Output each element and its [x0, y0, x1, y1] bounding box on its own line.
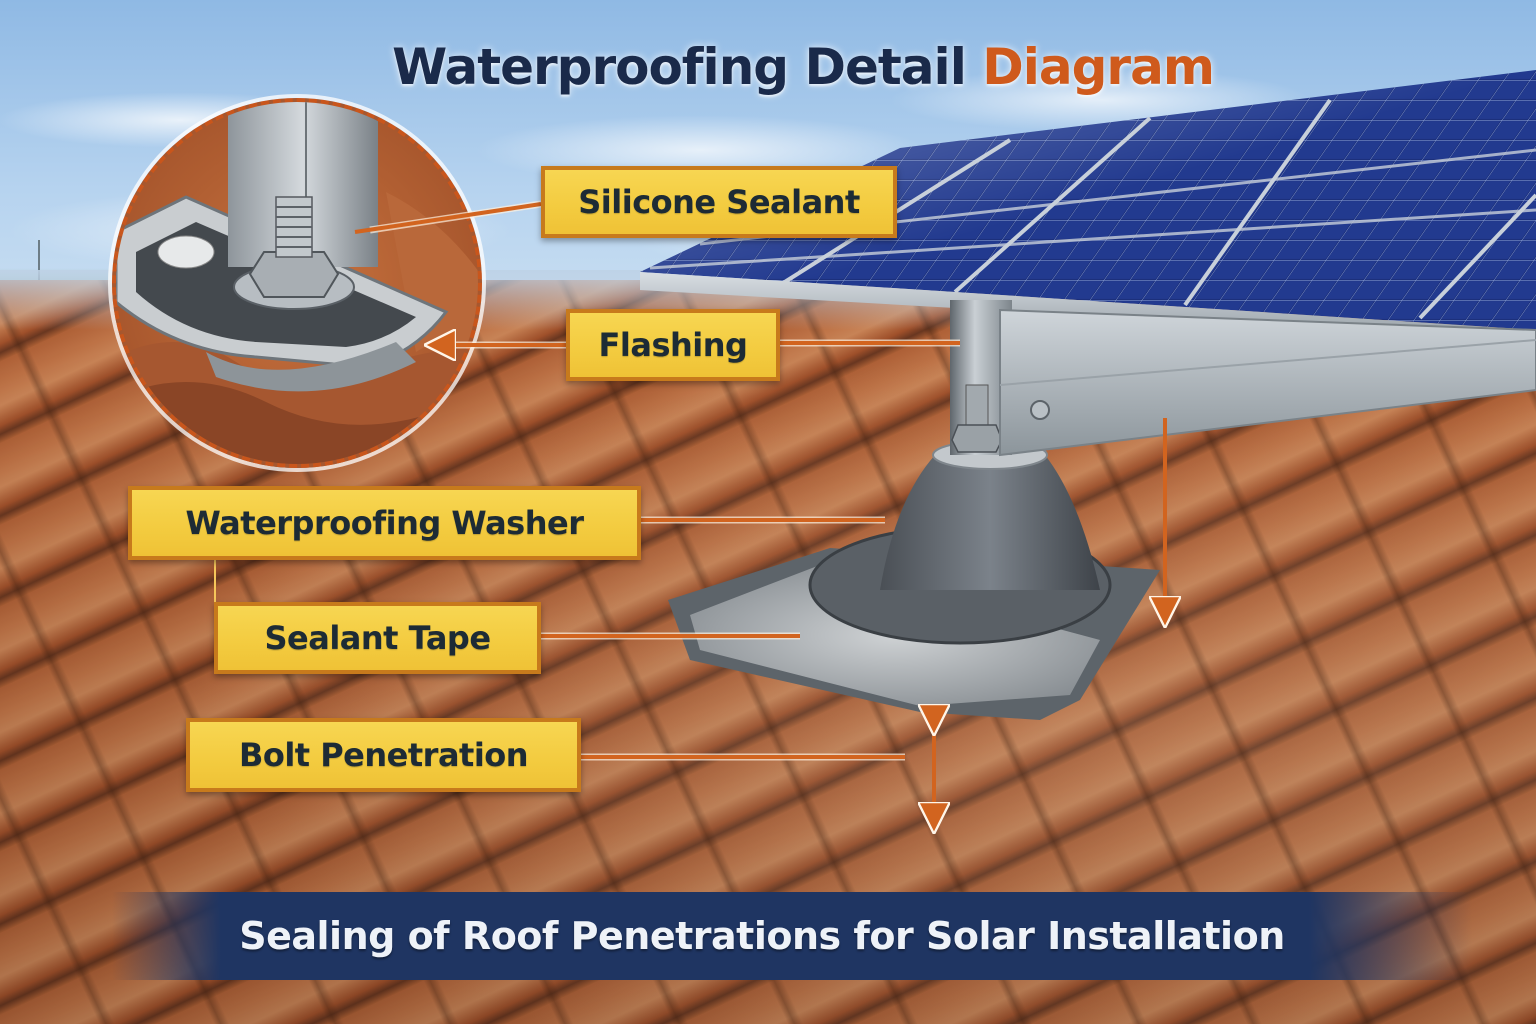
label-sealant-tape: Sealant Tape	[214, 602, 541, 674]
magnified-bolt-detail-icon	[116, 102, 478, 464]
title-accent: Diagram	[982, 38, 1215, 96]
diagram-title: Waterproofing Detail Diagram	[0, 38, 1536, 96]
label-flashing: Flashing	[566, 309, 780, 381]
footer-banner: Sealing of Roof Penetrations for Solar I…	[112, 892, 1472, 980]
label-waterproofing-washer: Waterproofing Washer	[128, 486, 641, 560]
label-bolt-penetration: Bolt Penetration	[186, 718, 581, 792]
footer-caption: Sealing of Roof Penetrations for Solar I…	[239, 914, 1285, 958]
magnified-detail-circle	[112, 98, 482, 468]
title-main: Waterproofing Detail	[392, 38, 967, 96]
label-silicone-sealant: Silicone Sealant	[541, 166, 897, 238]
